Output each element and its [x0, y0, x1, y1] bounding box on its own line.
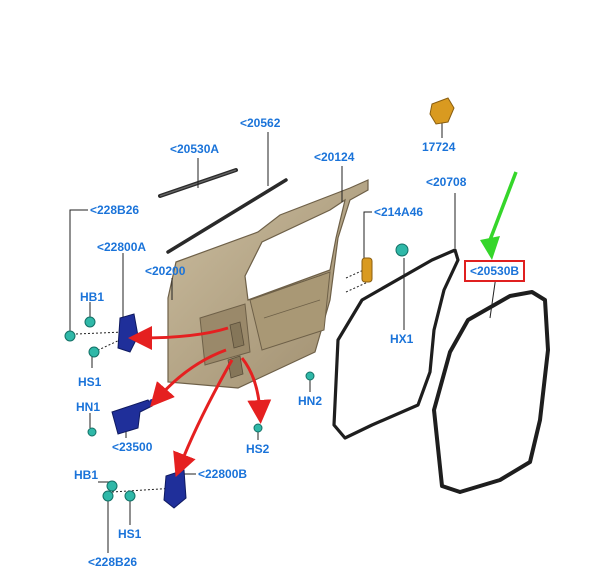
label-20530A: <20530A: [170, 142, 220, 156]
label-HN1: HN1: [76, 400, 101, 414]
label-22800A: <22800A: [97, 240, 147, 254]
label-20200: <20200: [145, 264, 186, 278]
label-228B26-top: <228B26: [90, 203, 140, 217]
label-22800B: <22800B: [198, 467, 248, 481]
hinge-22800A: [117, 313, 139, 353]
label-HX1: HX1: [390, 332, 414, 346]
clips: [64, 316, 315, 502]
label-HS2: HS2: [246, 442, 270, 456]
label-20708: <20708: [426, 175, 467, 189]
red-arrows: [128, 325, 272, 478]
label-20562: <20562: [240, 116, 281, 130]
check-arm-23500: [111, 399, 155, 435]
door-seal-outer: [332, 248, 460, 440]
door-seal-inner: [432, 290, 550, 494]
label-HB1-bottom: HB1: [74, 468, 99, 482]
hinge-22800B: [163, 469, 187, 509]
label-23500: <23500: [112, 440, 153, 454]
label-20530B-highlighted: <20530B: [464, 260, 526, 282]
label-20124: <20124: [314, 150, 355, 164]
label-17724: 17724: [422, 140, 456, 154]
label-HS1-top: HS1: [78, 375, 102, 389]
green-arrow: [480, 171, 518, 260]
bumper-17724: [429, 97, 455, 125]
label-HN2: HN2: [298, 394, 323, 408]
label-HB1-top: HB1: [80, 290, 105, 304]
clip-HX1: [395, 243, 409, 257]
label-228B26-bottom: <228B26: [88, 555, 138, 569]
label-HS1-bottom: HS1: [118, 527, 142, 541]
label-214A46: <214A46: [374, 205, 424, 219]
bumper-214A46: [361, 257, 373, 283]
